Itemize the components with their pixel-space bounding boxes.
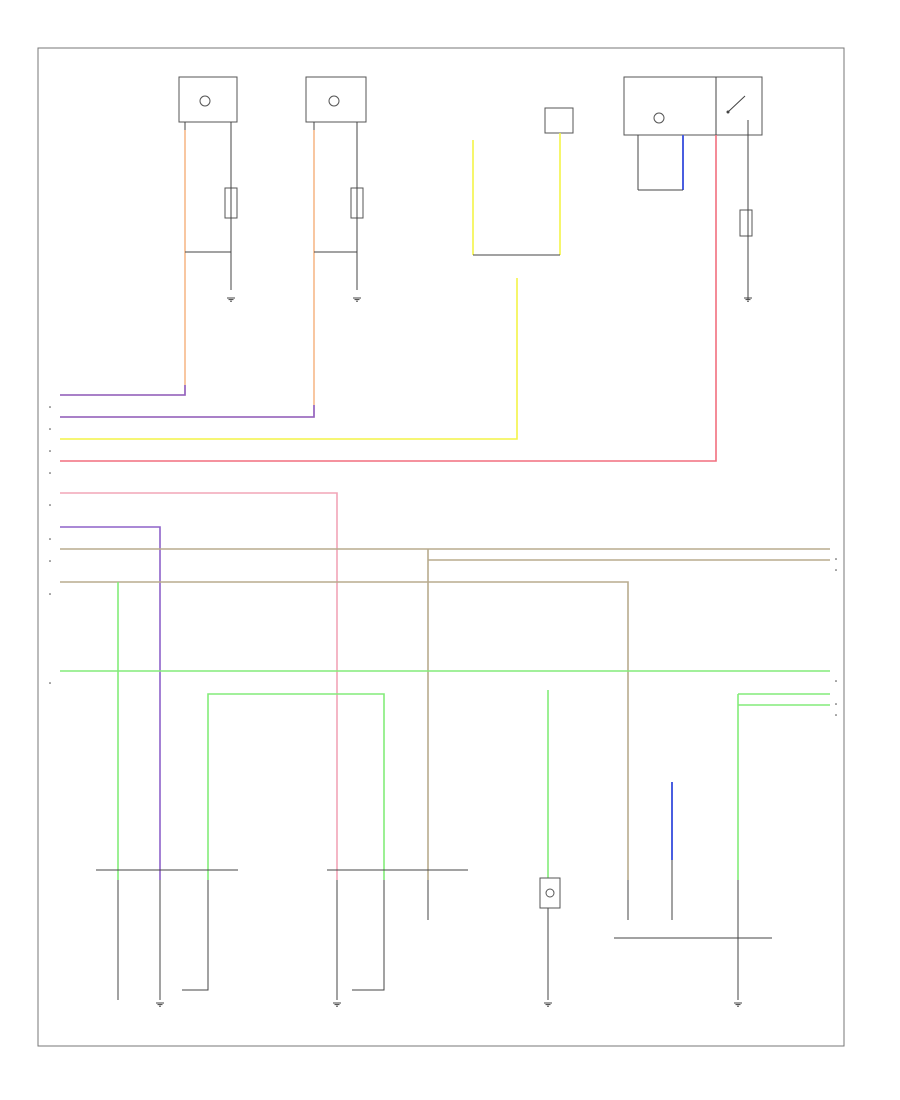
- pin-mark: [835, 703, 837, 705]
- lamp-icon: [328, 95, 340, 107]
- pin-mark: [49, 450, 51, 452]
- ground-symbol: [333, 1002, 341, 1007]
- center-bulb: [539, 877, 561, 909]
- ground-symbol: [744, 297, 752, 302]
- pin-mark: [49, 472, 51, 474]
- ground-group: [156, 297, 752, 1007]
- ground-symbol: [227, 297, 235, 302]
- wire-violet: [60, 405, 315, 418]
- pin-mark: [49, 504, 51, 506]
- wire-orange: [60, 130, 315, 418]
- pin-mark: [835, 558, 837, 560]
- wire-black: [352, 880, 385, 991]
- lamp-icon: [199, 95, 211, 107]
- wire-green: [207, 693, 385, 880]
- wire-pink: [60, 492, 338, 880]
- connector-body: [544, 107, 574, 134]
- wire-red: [60, 135, 717, 462]
- pin-mark: [49, 560, 51, 562]
- top-right-module: [623, 76, 763, 136]
- wire-tan: [60, 581, 629, 880]
- wire-yellow: [60, 278, 518, 440]
- top-mid-switch: [305, 76, 367, 130]
- wire-group: [60, 120, 830, 1000]
- splice-3: [739, 209, 753, 237]
- pin-mark: [835, 714, 837, 716]
- top-left-switch: [178, 76, 238, 130]
- wire-violet: [60, 526, 161, 880]
- module-body: [623, 76, 763, 136]
- motor-icon: [653, 112, 665, 124]
- contact-dot: [726, 110, 730, 114]
- splice-body: [739, 209, 753, 237]
- yellow-connector-b: [544, 107, 574, 134]
- pin-mark: [835, 569, 837, 571]
- bulb-icon: [545, 888, 555, 898]
- pin-mark: [835, 680, 837, 682]
- pin-mark: [49, 428, 51, 430]
- pin-mark: [49, 682, 51, 684]
- wire-orange: [60, 130, 186, 396]
- diagram-frame: [37, 47, 845, 1047]
- wire-black: [182, 880, 209, 991]
- wire-violet: [60, 385, 186, 396]
- ground-symbol: [156, 1002, 164, 1007]
- ground-symbol: [353, 297, 361, 302]
- connector-pin-marks: [49, 406, 837, 716]
- pin-mark: [49, 538, 51, 540]
- ground-symbol: [544, 1002, 552, 1007]
- pin-mark: [49, 406, 51, 408]
- switch-contact-icon: [727, 95, 746, 113]
- ground-symbol: [734, 1002, 742, 1007]
- pin-mark: [49, 593, 51, 595]
